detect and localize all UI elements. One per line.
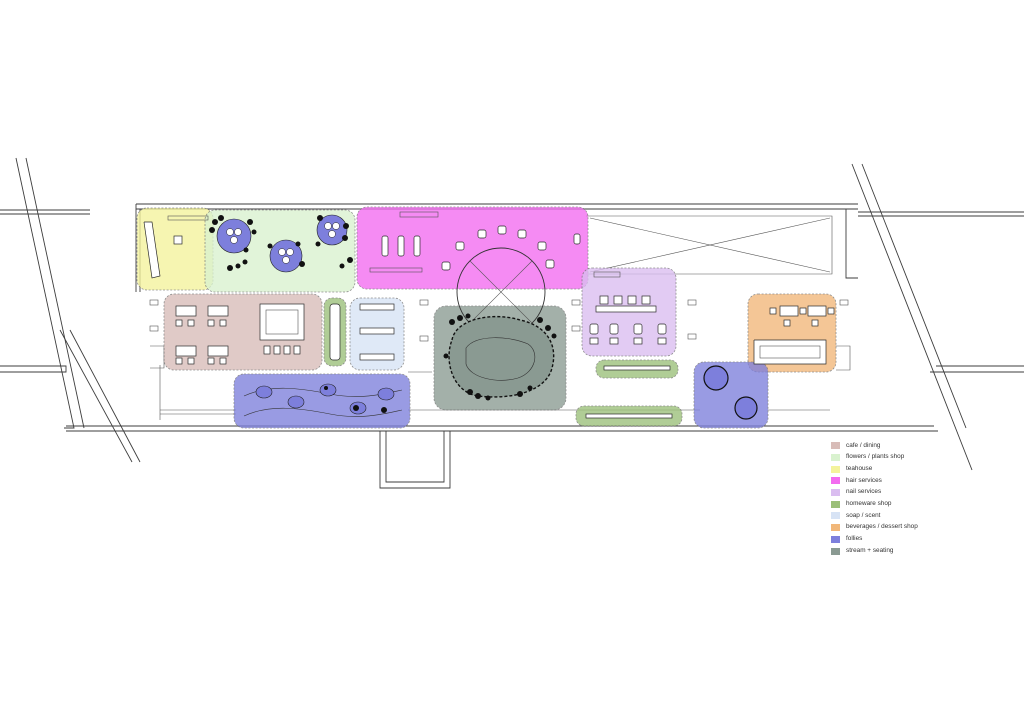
stream-island	[443, 313, 557, 401]
zone-follies-1	[233, 373, 411, 429]
legend-label: soap / scent	[846, 511, 881, 519]
legend-item: cafe / dining	[831, 440, 1011, 452]
legend-label: homeware shop	[846, 500, 892, 508]
beverages-furniture	[753, 305, 835, 365]
legend-swatch	[831, 442, 840, 450]
legend-swatch	[831, 465, 840, 473]
legend-item: homeware shop	[831, 498, 1011, 510]
legend-swatch	[831, 524, 840, 532]
follies-features	[243, 365, 758, 420]
legend-swatch	[831, 500, 840, 508]
legend-label: teahouse	[846, 465, 873, 473]
hair-services-fixtures	[369, 211, 581, 273]
legend-swatch	[831, 477, 840, 485]
legend-swatch	[831, 454, 840, 462]
building-outline	[0, 157, 1024, 489]
legend-item: beverages / dessert shop	[831, 522, 1011, 534]
nail-services-furniture	[589, 271, 667, 345]
legend-swatch	[831, 547, 840, 555]
legend-item: hair services	[831, 475, 1011, 487]
zone-hair-services	[356, 206, 589, 290]
legend-item: soap / scent	[831, 510, 1011, 522]
legend-item: follies	[831, 534, 1011, 546]
legend-label: flowers / plants shop	[846, 453, 905, 461]
legend-swatch	[831, 489, 840, 497]
legend-item: nail services	[831, 487, 1011, 499]
legend-item: flowers / plants shop	[831, 452, 1011, 464]
legend-swatch	[831, 535, 840, 543]
homeware-strips	[585, 365, 673, 419]
cafe-furniture	[175, 303, 305, 365]
legend-label: beverages / dessert shop	[846, 523, 918, 531]
flower-shop-planters	[209, 214, 353, 273]
homeware-soap-displays	[329, 303, 395, 361]
teahouse-fixtures	[143, 215, 209, 279]
legend-label: nail services	[846, 488, 882, 496]
legend-label: hair services	[846, 476, 882, 484]
legend: cafe / dining flowers / plants shop teahou…	[831, 440, 1011, 557]
legend-label: follies	[846, 535, 863, 543]
legend-label: cafe / dining	[846, 441, 881, 449]
legend-item: stream + seating	[831, 545, 1011, 557]
legend-label: stream + seating	[846, 546, 894, 554]
legend-item: teahouse	[831, 463, 1011, 475]
legend-swatch	[831, 512, 840, 520]
